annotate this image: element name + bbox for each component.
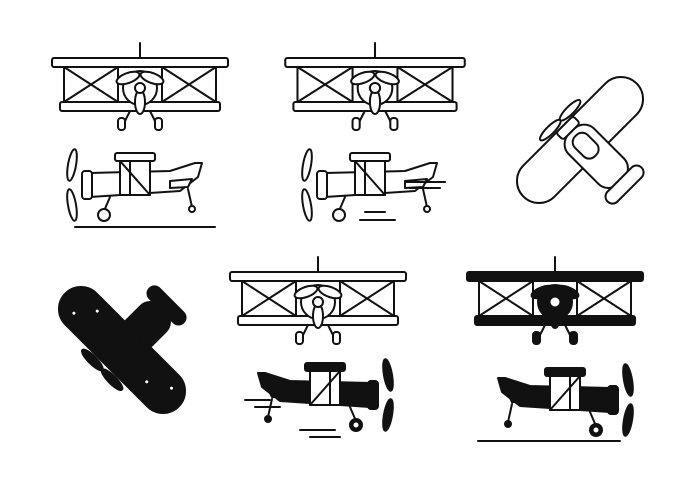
outline-biplane-top <box>499 59 688 248</box>
outline-biplane-side <box>64 147 216 228</box>
filled-biplane-side-moving <box>244 357 396 438</box>
filled-biplane-top <box>41 242 230 431</box>
filled-biplane-side <box>477 362 636 442</box>
filled-biplane-front <box>229 256 407 345</box>
outline-biplane-front <box>51 42 229 131</box>
outline-biplane-front-wide <box>284 41 466 132</box>
outline-biplane-side-moving <box>299 147 446 223</box>
filled-biplane-front-solid <box>466 256 644 345</box>
